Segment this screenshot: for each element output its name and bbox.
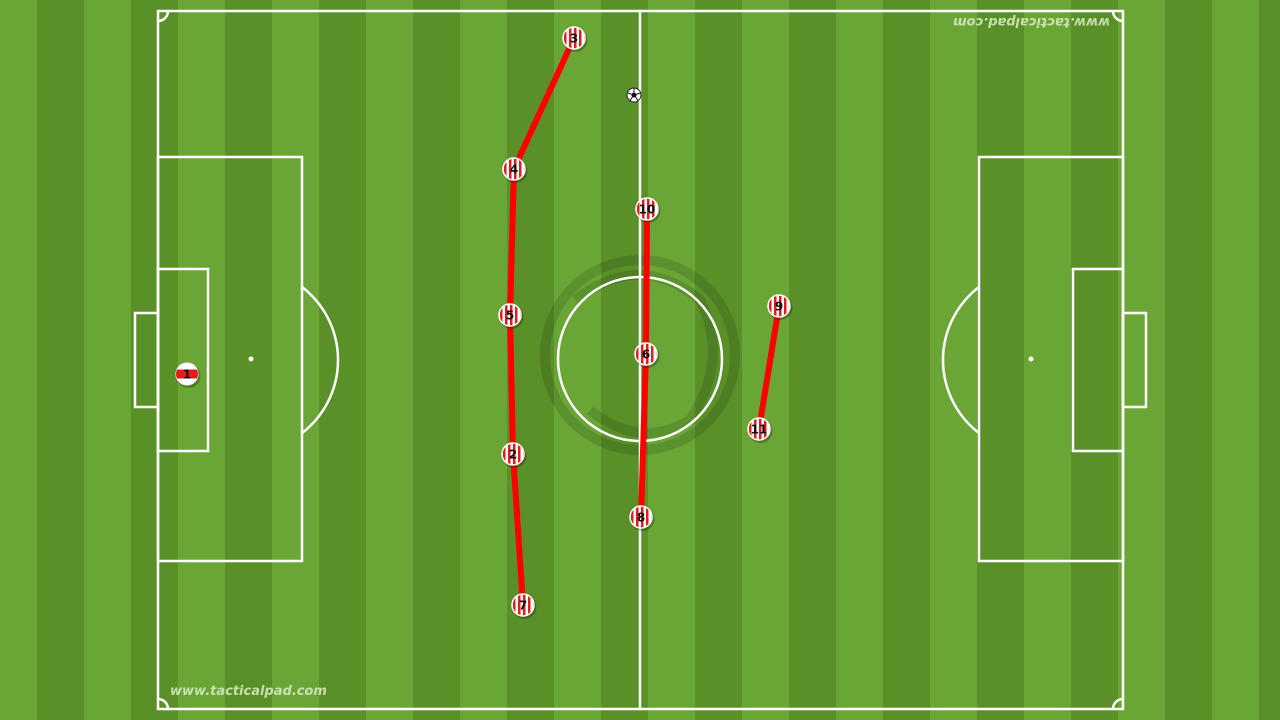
player-token-9[interactable]: 9 [767,294,793,320]
grass-stripe [319,0,366,720]
grass-stripe [413,0,460,720]
player-number: 3 [570,32,578,46]
grass-stripe [225,0,272,720]
soccer-ball-icon[interactable] [626,87,642,103]
grass-stripe [977,0,1024,720]
player-token-8[interactable]: 8 [629,505,655,531]
grass-stripe [0,0,37,720]
corner-arc-top-left [157,10,170,23]
player-number: 1 [183,368,191,382]
striped-shirt [635,197,659,221]
grass-stripe [883,0,930,720]
watermark-top-mirrored: www.tacticalpad.com [953,14,1110,29]
grass-stripe [84,0,131,720]
right-penalty-spot [1028,356,1034,362]
watermark-bottom: www.tacticalpad.com [170,684,327,699]
striped-shirt [501,442,525,466]
player-token-10[interactable]: 10 [635,197,661,223]
link-line-6-8 [638,351,649,520]
striped-shirt [767,294,791,318]
striped-shirt [498,303,522,327]
corner-arc-bottom-right [1111,697,1124,710]
link-line-10-6 [643,206,650,357]
player-number: 4 [510,163,518,177]
grass-stripe [836,0,883,720]
left-penalty-arc [301,286,340,434]
grass-stripe [366,0,413,720]
goalkeeper-band [176,369,198,379]
grass-stripe [37,0,84,720]
striped-shirt [634,342,658,366]
striped-shirt [511,593,535,617]
grass-stripe [460,0,507,720]
player-number: 8 [637,511,645,525]
player-number: 10 [639,203,656,217]
grass-stripe [789,0,836,720]
left-penalty-spot [248,356,254,362]
grass-stripe [131,0,178,720]
player-token-6[interactable]: 6 [634,342,660,368]
link-line-5-2 [507,312,516,457]
player-number: 11 [751,423,768,437]
player-token-11[interactable]: 11 [747,417,773,443]
link-line-2-7 [510,451,526,608]
players-layer: 1 2 3 4 5 6 7 8 9 10 11 [175,26,793,619]
link-line-9-11 [756,303,782,432]
striped-shirt [747,417,771,441]
player-token-3[interactable]: 3 [562,26,588,52]
grass-stripe [178,0,225,720]
grass-stripe [742,0,789,720]
striped-shirt [562,26,586,50]
corner-arc-bottom-left [157,697,170,710]
player-number: 7 [519,599,527,613]
player-number: 6 [642,348,650,362]
grass-stripe [930,0,977,720]
player-number: 9 [775,300,783,314]
player-number: 5 [506,309,514,323]
player-token-5[interactable]: 5 [498,303,524,329]
player-token-1[interactable]: 1 [175,362,201,388]
player-token-7[interactable]: 7 [511,593,537,619]
center-circle [556,275,724,443]
grass-stripe [554,0,601,720]
link-line-3-4 [511,35,577,172]
grass-stripe [1212,0,1259,720]
grass-stripe [1165,0,1212,720]
grass-stripe [1259,0,1280,720]
player-token-4[interactable]: 4 [502,157,528,183]
left-goal [133,311,160,409]
right-goal [1121,311,1148,409]
striped-shirt [629,505,653,529]
grass-stripe [695,0,742,720]
player-link-lines [507,35,782,608]
grass-stripe [272,0,319,720]
link-line-4-5 [507,166,517,318]
right-penalty-arc [941,286,980,434]
corner-arc-top-right [1111,10,1124,23]
grass-stripe [1118,0,1165,720]
player-number: 2 [509,448,517,462]
player-token-2[interactable]: 2 [501,442,527,468]
striped-shirt [502,157,526,181]
grass-stripe [1071,0,1118,720]
pitch-lines [133,9,1148,711]
